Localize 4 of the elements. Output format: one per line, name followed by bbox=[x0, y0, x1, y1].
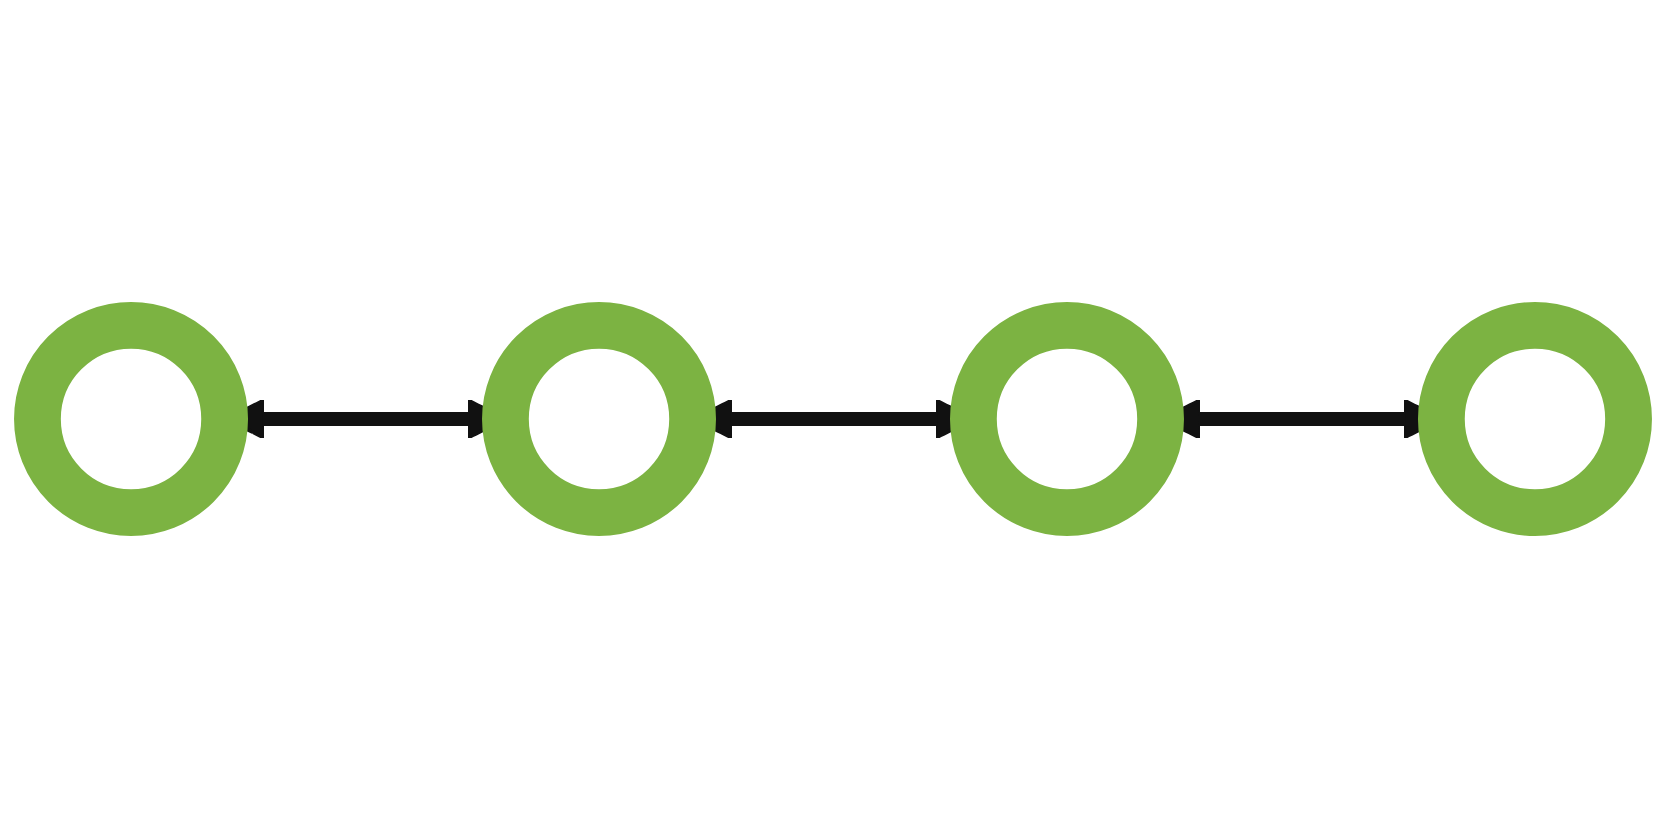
ring-circle bbox=[950, 302, 1184, 536]
ring-circle bbox=[14, 302, 249, 536]
ring-circle bbox=[482, 302, 716, 536]
ring-circle bbox=[1417, 302, 1652, 536]
